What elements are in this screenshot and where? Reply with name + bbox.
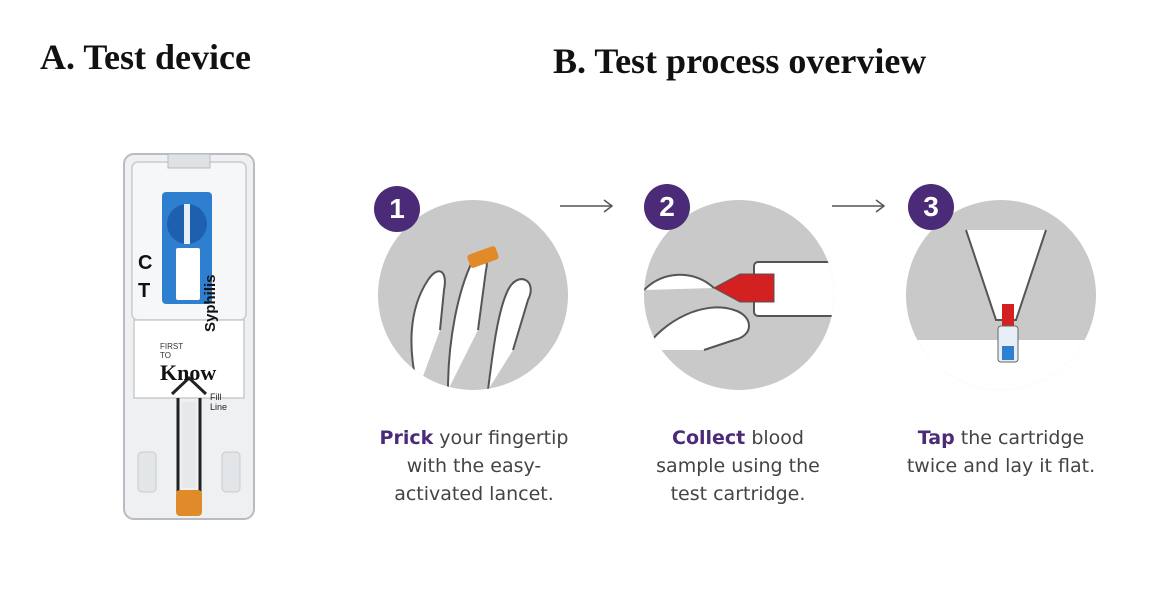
step-2-caption: Collect blood sample using the test cart… <box>618 424 858 508</box>
step-2-line-1: blood <box>745 427 804 449</box>
device-brand-logo: Know <box>160 360 217 385</box>
step-1-verb: Prick <box>379 427 434 449</box>
step-1: 1 Prick your fingertip with the easy- ac… <box>360 178 600 508</box>
test-device: C T Syphilis FIRST TO Know Fill Line <box>118 152 260 522</box>
step-3-illustration <box>906 200 1096 390</box>
device-fill-line-label: Fill Line <box>210 392 228 412</box>
step-2-verb: Collect <box>672 427 746 449</box>
step-1-number-badge: 1 <box>374 186 420 232</box>
step-1-line-3: activated lancet. <box>394 483 554 505</box>
arrow-icon <box>560 199 614 213</box>
step-2: 2 Collect blood sample using the test ca… <box>622 178 862 508</box>
device-label-test: Syphilis <box>202 274 219 332</box>
step-1-illustration <box>378 200 568 390</box>
panel-b-title: B. Test process overview <box>553 41 927 81</box>
step-1-caption: Prick your fingertip with the easy- acti… <box>348 424 600 508</box>
step-3-number-badge: 3 <box>908 184 954 230</box>
step-2-number-badge: 2 <box>644 184 690 230</box>
panel-a-title: A. Test device <box>40 37 251 77</box>
step-3-caption: Tap the cartridge twice and lay it flat. <box>876 424 1126 480</box>
step-2-line-2: sample using the <box>656 455 820 477</box>
arrow-icon <box>832 199 886 213</box>
device-label-t: T <box>138 280 151 302</box>
step-3-verb: Tap <box>917 427 955 449</box>
step-1-line-1: your fingertip <box>433 427 569 449</box>
test-device-illustration <box>123 153 255 520</box>
step-3-line-2: twice and lay it flat. <box>906 455 1096 477</box>
step-2-line-3: test cartridge. <box>670 483 806 505</box>
step-2-illustration <box>644 200 834 390</box>
step-3: 3 Tap the cartridge twice and lay it fla… <box>890 178 1130 508</box>
device-brand-small: FIRST TO <box>160 342 183 360</box>
device-label-c: C <box>138 252 153 274</box>
step-1-line-2: with the easy- <box>406 455 542 477</box>
step-3-line-1: the cartridge <box>954 427 1085 449</box>
